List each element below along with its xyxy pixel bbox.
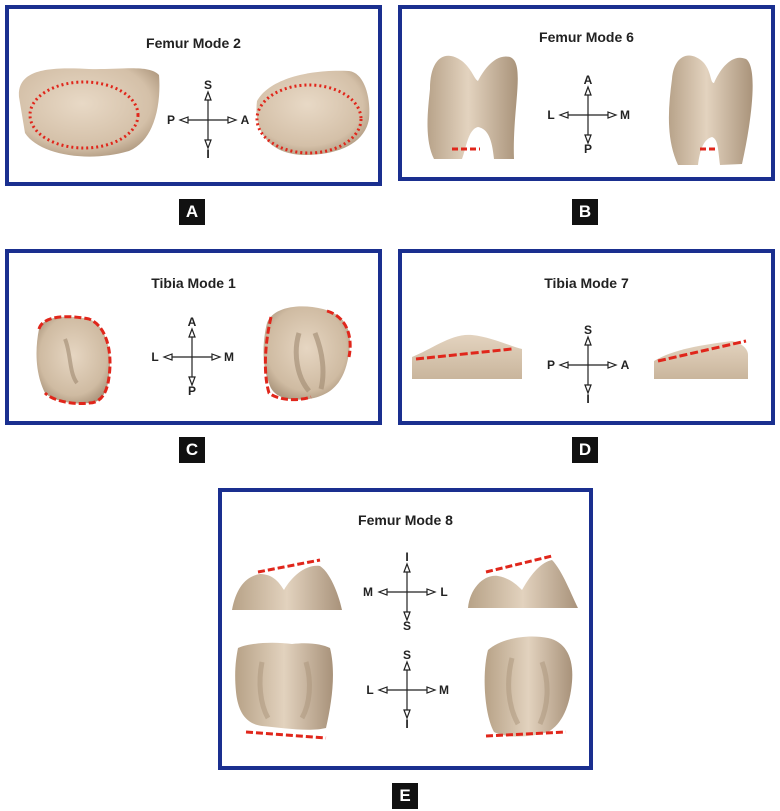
- femur-condyle-right: [256, 70, 370, 155]
- panel-e-illustration: [232, 554, 578, 740]
- panel-e-tag: E: [392, 783, 418, 809]
- compass-label-left: L: [366, 683, 374, 697]
- femur-axial-right: [468, 560, 578, 608]
- outline-ellipse-left: [28, 80, 140, 150]
- outline-right: [263, 309, 352, 402]
- tibia-left: [412, 334, 522, 379]
- compass-label-top: A: [187, 315, 197, 329]
- compass-label-bottom: I: [206, 147, 210, 161]
- compass-label-right: M: [439, 683, 449, 697]
- tibia-plateau-right: [263, 306, 350, 400]
- panel-d-illustration: [412, 334, 748, 379]
- orientation-compass-a: S I P A: [167, 78, 249, 161]
- panel-c-title: Tibia Mode 1: [151, 275, 236, 291]
- compass-label-left: P: [166, 113, 175, 127]
- orientation-compass-c: A P L M: [151, 315, 234, 398]
- compass-label-right: M: [620, 108, 630, 122]
- panel-e: Femur Mode 8 I S M L S: [218, 488, 593, 770]
- panel-b-tag: B: [572, 199, 598, 225]
- compass-label-bottom: P: [187, 384, 196, 398]
- femur-left: [427, 55, 518, 159]
- panel-d: Tibia Mode 7 S I P A: [398, 249, 775, 425]
- compass-label-top: S: [203, 78, 212, 92]
- femur-coronal-left: [235, 642, 333, 730]
- orientation-compass-d: S I P A: [547, 323, 629, 406]
- compass-label-top: I: [405, 550, 409, 564]
- orientation-compass-b: A P L M: [547, 73, 630, 156]
- compass-label-top: S: [583, 323, 592, 337]
- panel-c-illustration: [36, 306, 352, 405]
- compass-label-top: S: [402, 648, 411, 662]
- compass-label-bottom: I: [586, 392, 590, 406]
- compass-label-top: A: [583, 73, 593, 87]
- tibia-right: [654, 341, 748, 379]
- femur-condyle-left: [18, 68, 160, 157]
- compass-label-right: L: [440, 585, 448, 599]
- panel-c-tag: C: [179, 437, 205, 463]
- panel-d-title: Tibia Mode 7: [544, 275, 629, 291]
- panel-c: Tibia Mode 1 A P L M: [5, 249, 382, 425]
- outline-line-top-left: [257, 558, 321, 574]
- outline-line-bottom-right: [485, 730, 567, 738]
- outline-left: [37, 315, 112, 405]
- compass-label-right: A: [240, 113, 250, 127]
- panel-a: Femur Mode 2 S I P A: [5, 5, 382, 186]
- panel-e-title: Femur Mode 8: [358, 512, 453, 528]
- outline-line-bottom-left: [245, 730, 327, 740]
- panel-a-illustration: [18, 68, 370, 157]
- outline-line-top-right: [485, 554, 553, 574]
- compass-label-left: L: [151, 350, 159, 364]
- panel-b: Femur Mode 6 A P L M: [398, 5, 775, 181]
- compass-label-bottom: P: [583, 142, 592, 156]
- compass-label-left: L: [547, 108, 555, 122]
- compass-label-right: M: [224, 350, 234, 364]
- femur-coronal-right: [484, 636, 573, 737]
- orientation-compass-e-top: I S M L: [363, 550, 448, 633]
- outline-line-left: [415, 347, 513, 361]
- compass-label-left: M: [363, 585, 373, 599]
- panel-b-title: Femur Mode 6: [539, 29, 634, 45]
- panel-d-tag: D: [572, 437, 598, 463]
- femur-right: [668, 55, 753, 165]
- orientation-compass-e-bottom: S I L M: [366, 648, 449, 731]
- panel-b-illustration: [427, 55, 753, 165]
- compass-label-bottom: I: [405, 717, 409, 731]
- compass-label-left: P: [546, 358, 555, 372]
- compass-label-bottom: S: [402, 619, 411, 633]
- outline-ellipse-right: [255, 83, 363, 155]
- panel-a-tag: A: [179, 199, 205, 225]
- outline-line-right: [657, 339, 747, 363]
- tibia-plateau-left: [36, 316, 111, 404]
- compass-label-right: A: [620, 358, 630, 372]
- femur-axial-left: [232, 565, 342, 610]
- panel-a-title: Femur Mode 2: [146, 35, 241, 51]
